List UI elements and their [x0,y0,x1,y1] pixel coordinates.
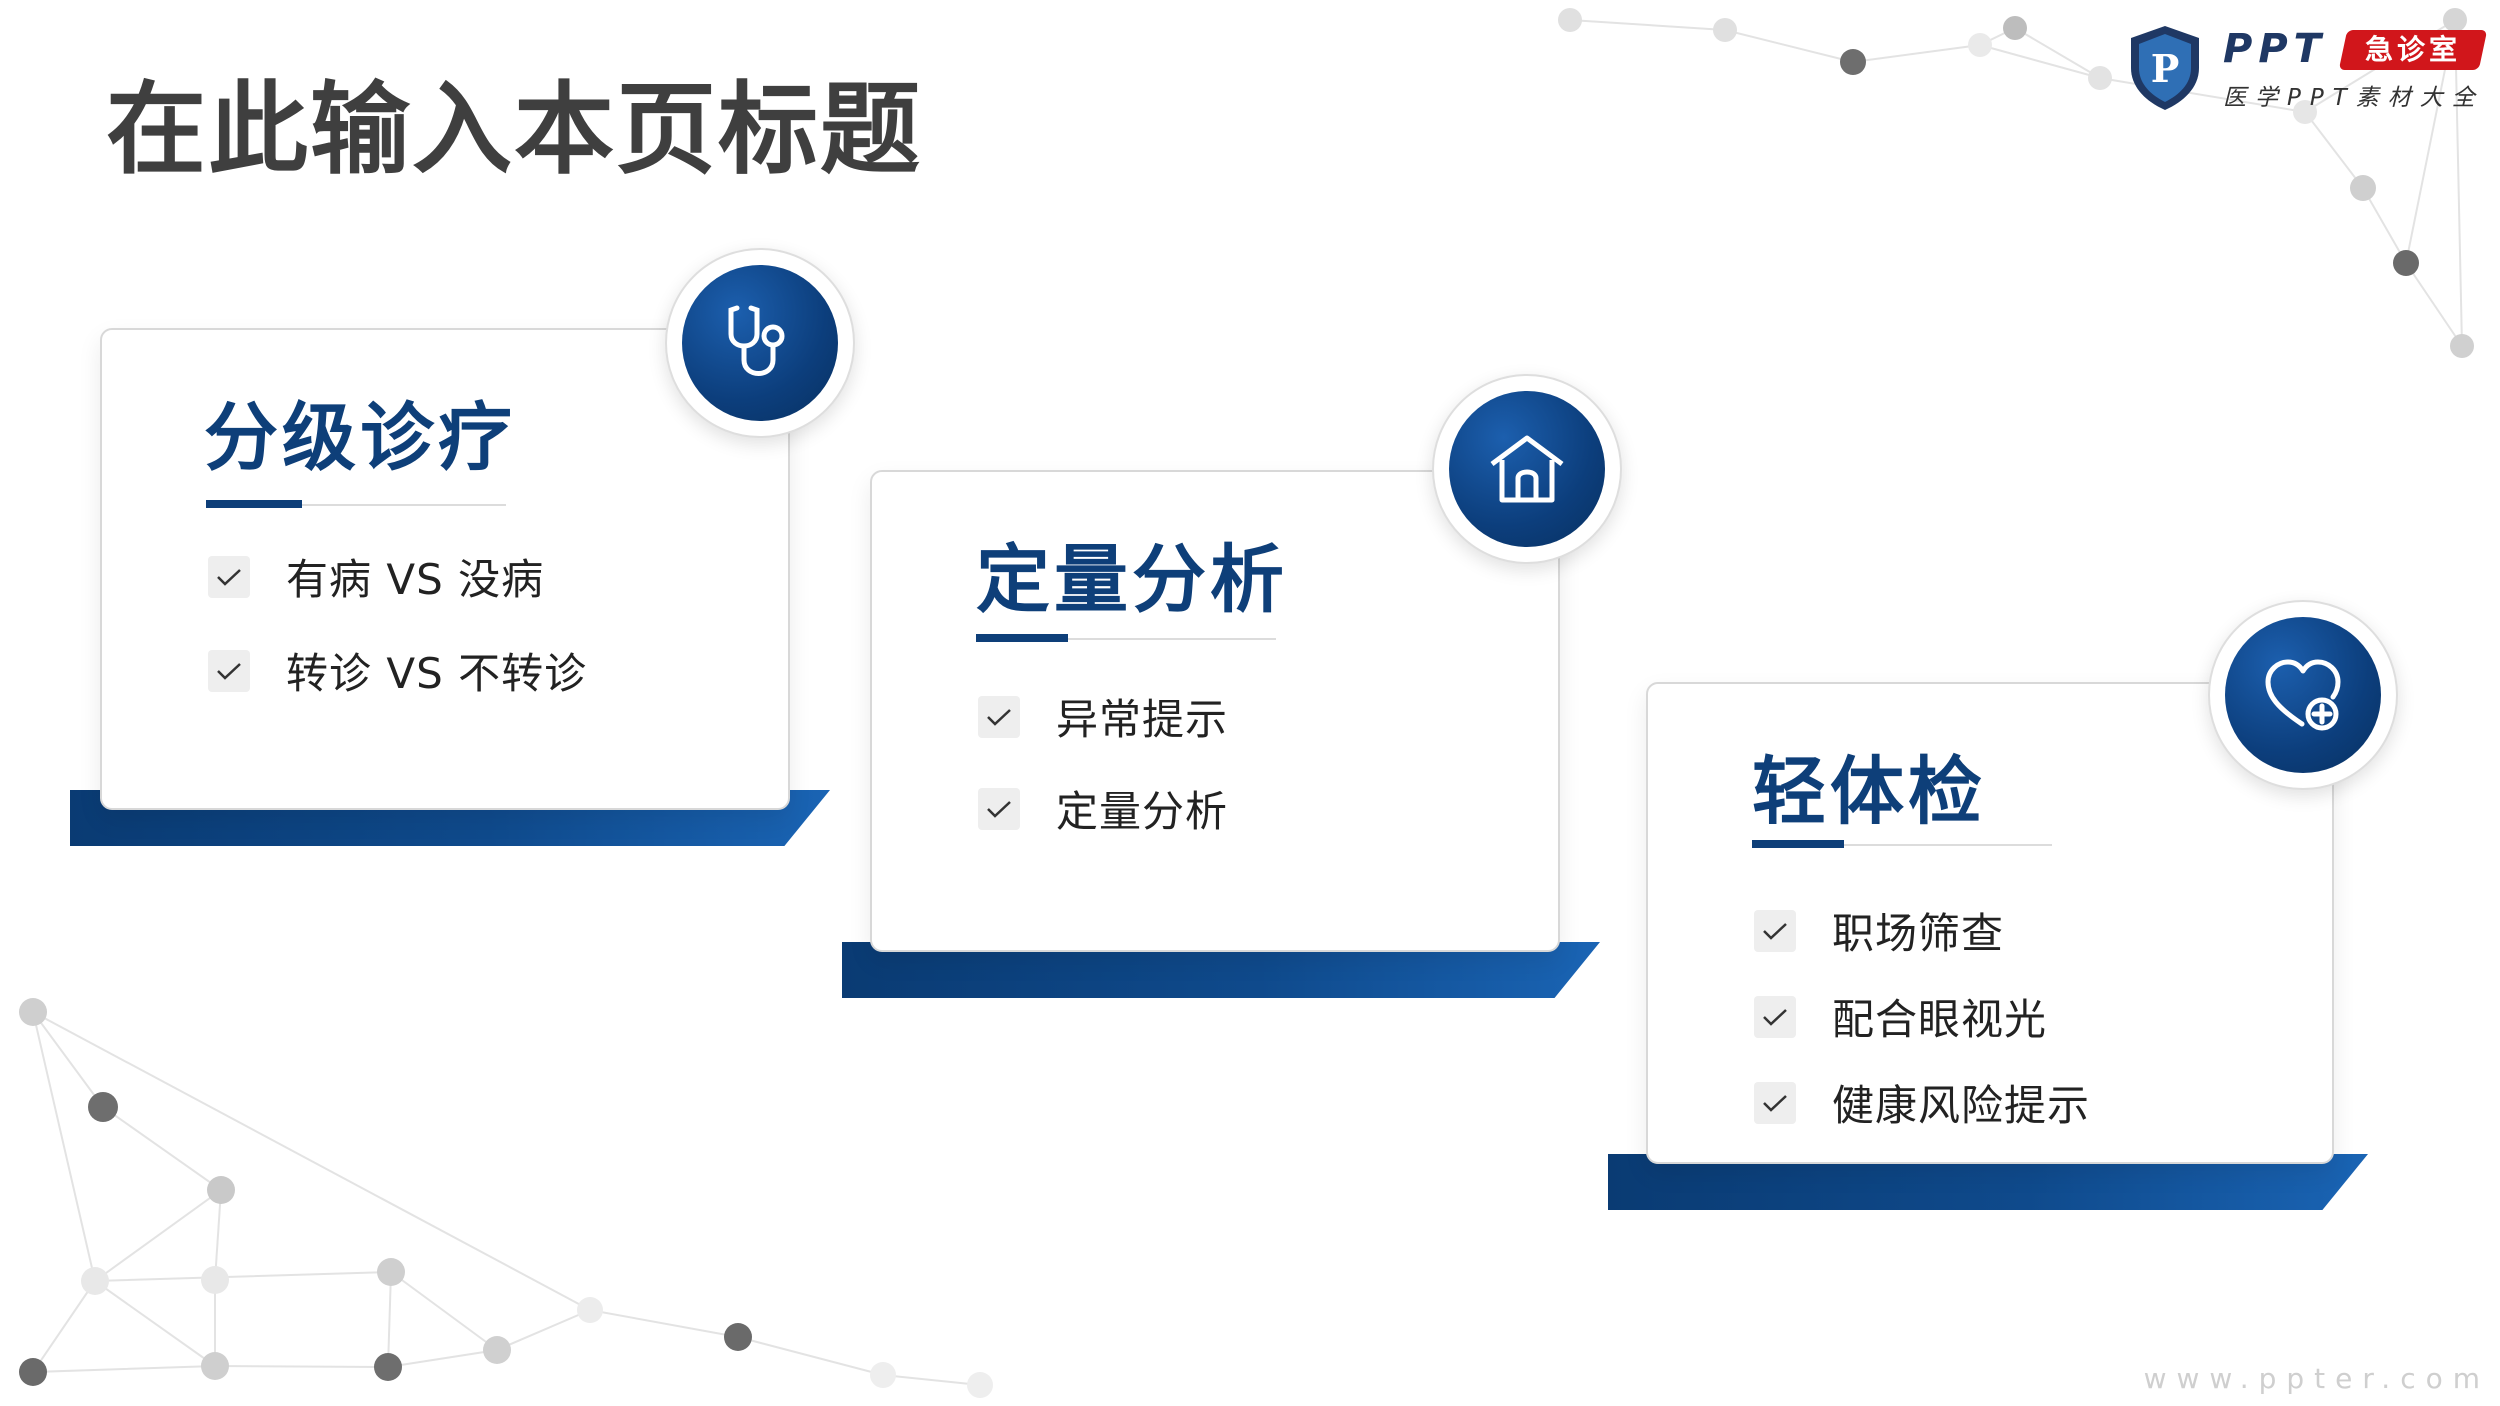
card-title-accent [206,500,302,508]
check-icon [1754,1081,1796,1124]
logo-badge: 急诊室 [2338,30,2488,70]
list-item-text: 有病 VS 没病 [286,555,545,604]
card-title-accent [1752,840,1844,848]
card-panel: 轻体检 职场筛查 配合眼视光 健康风险提示 [1646,682,2334,1164]
heart-plus-icon [2265,659,2341,731]
card-icon-badge [2208,600,2398,790]
list-item: 有病 VS 没病 [208,546,544,607]
brand-logo: P PPT 急诊室 医学PPT素材大全 [2125,22,2488,112]
check-icon [978,695,1020,738]
card-title-rule [976,638,1276,640]
house-icon [1490,435,1564,503]
list-item: 异常提示 [978,686,1228,747]
list-item-text: 职场筛查 [1832,909,2005,958]
list-item-text: 健康风险提示 [1832,1081,2091,1130]
logo-brand-text: PPT [2223,26,2327,72]
logo-subtitle: 医学PPT素材大全 [2223,85,2484,111]
list-item-text: 定量分析 [1056,787,1229,836]
list-item: 转诊 VS 不转诊 [208,640,587,701]
stethoscope-icon [728,305,785,376]
list-item: 职场筛查 [1754,900,2004,961]
check-icon [978,787,1020,830]
card-title: 分级诊疗 [204,395,516,481]
card-title-accent [976,634,1068,642]
list-item: 健康风险提示 [1754,1072,2090,1133]
list-item-text: 转诊 VS 不转诊 [286,649,588,698]
card-title-rule [206,504,506,506]
card-panel: 定量分析 异常提示 定量分析 [870,470,1560,952]
list-item-text: 异常提示 [1056,695,1229,744]
shield-icon: P [2131,26,2199,110]
list-item-text: 配合眼视光 [1832,995,2048,1044]
check-icon [208,555,250,598]
shield-letter: P [2151,46,2180,91]
list-item: 配合眼视光 [1754,986,2047,1047]
check-icon [1754,909,1796,952]
card-icon-badge [1432,374,1622,564]
card-title: 定量分析 [976,537,1288,623]
check-icon [208,649,250,692]
list-item: 定量分析 [978,778,1228,839]
check-icon [1754,995,1796,1038]
card-title: 轻体检 [1752,749,1986,835]
page-title: 在此输入本页标题 [106,71,922,188]
footer-url: www.ppter.com [2143,1362,2490,1395]
logo-badge-text: 急诊室 [2364,33,2461,66]
card-title-rule [1752,844,2052,846]
card-icon-badge [665,248,855,438]
card-panel: 分级诊疗 有病 VS 没病 转诊 VS 不转诊 [100,328,790,810]
